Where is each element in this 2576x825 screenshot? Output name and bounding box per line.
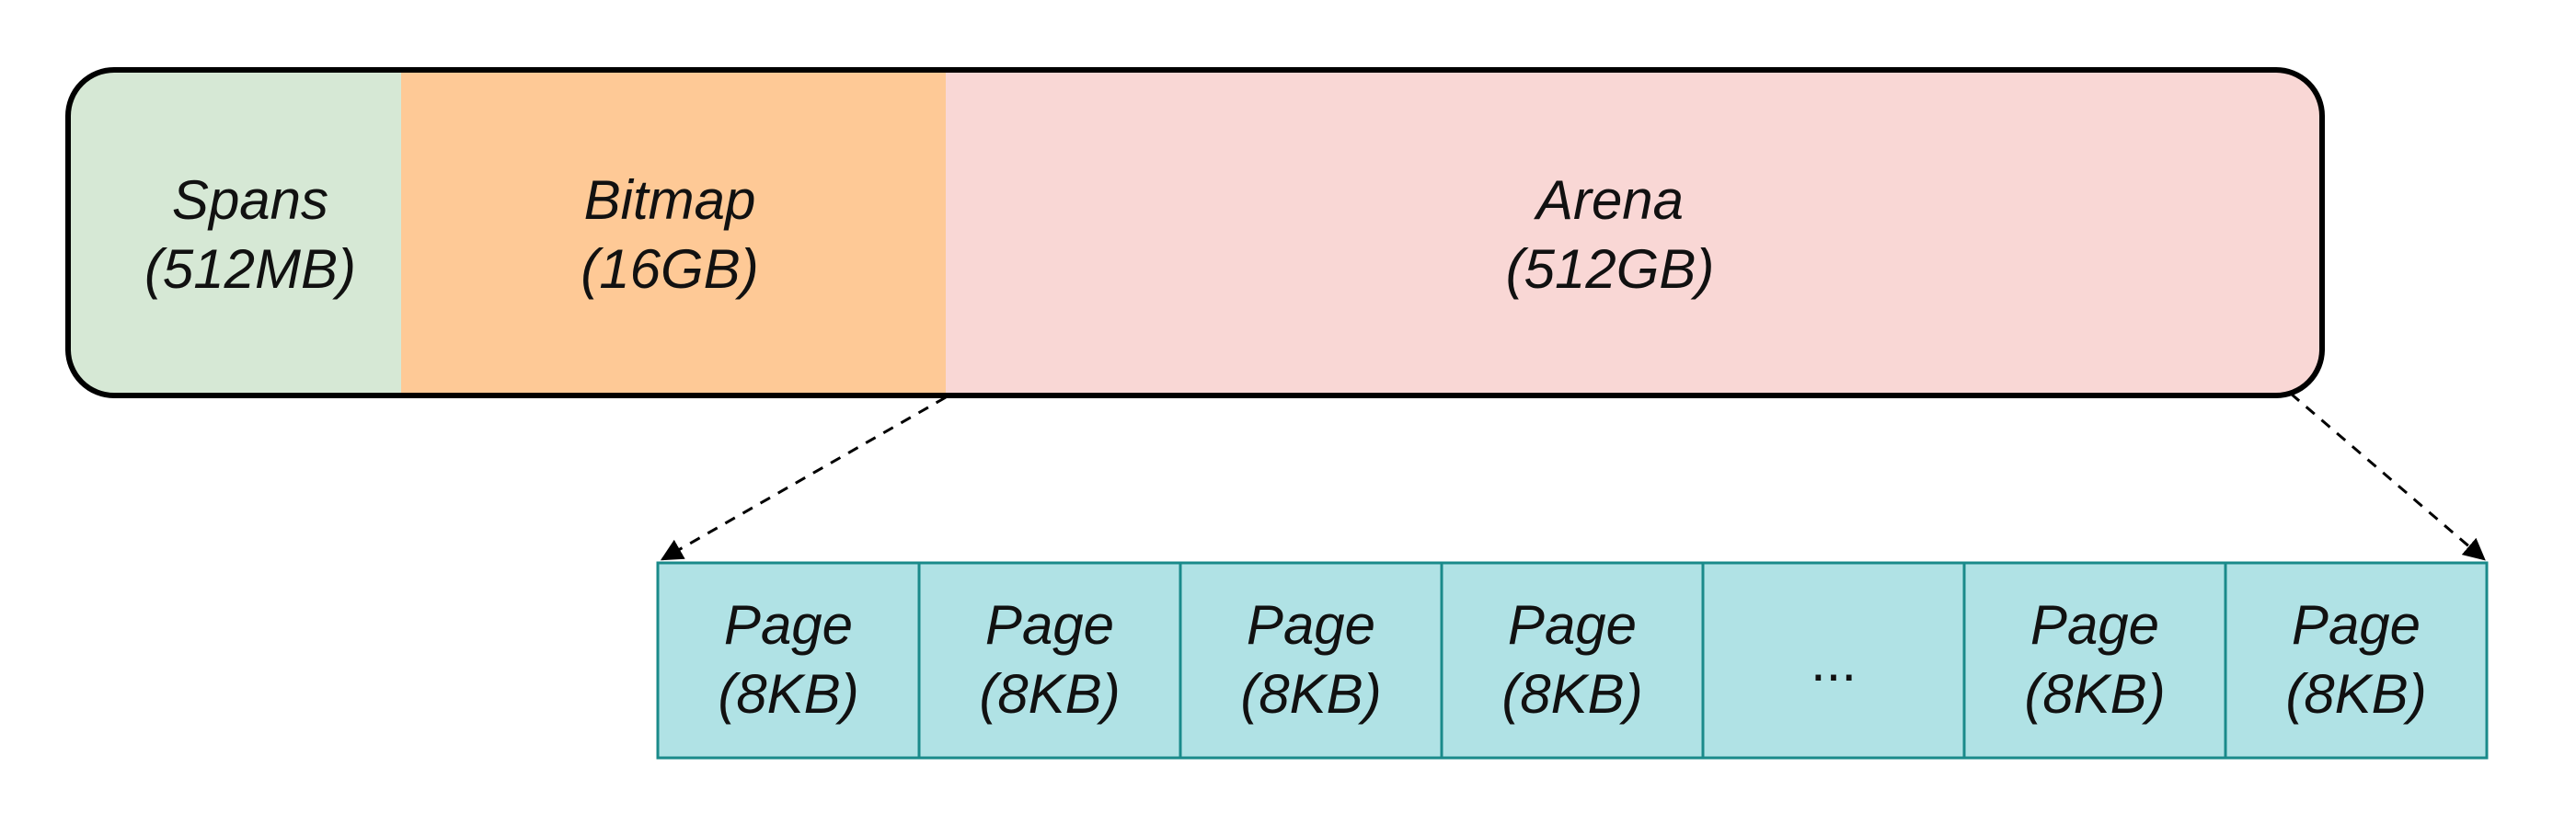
- page-cell: Page (8KB): [1962, 561, 2227, 760]
- arena-segment: [946, 70, 2322, 395]
- page-size: (8KB): [1501, 663, 1642, 725]
- memory-layout-bar: Spans (512MB) Bitmap (16GB) Arena (512GB…: [65, 67, 2325, 398]
- page-size: (8KB): [718, 663, 858, 725]
- page-size: (8KB): [2285, 663, 2426, 725]
- page-cell: Page (8KB): [656, 561, 921, 760]
- page-size: (8KB): [979, 663, 1120, 725]
- page-size: (8KB): [2024, 663, 2165, 725]
- page-cell: Page (8KB): [1179, 561, 1443, 760]
- arena-label: Arena: [1534, 169, 1684, 231]
- ellipsis-cell: ...: [1701, 561, 1966, 760]
- expand-arrow-right: [2290, 392, 2486, 561]
- spans-segment: [68, 70, 401, 395]
- page-label: Page: [985, 594, 1114, 656]
- page-label: Page: [1508, 594, 1637, 656]
- bitmap-segment: [401, 70, 946, 395]
- page-label: Page: [724, 594, 853, 656]
- spans-label: Spans: [172, 169, 328, 231]
- spans-size: (512MB): [144, 238, 356, 300]
- page-size: (8KB): [1240, 663, 1381, 725]
- page-cell: Page (8KB): [917, 561, 1182, 760]
- arena-size: (512GB): [1506, 238, 1715, 300]
- arena-pages-row: Page (8KB) Page (8KB) Page (8KB) Page (8…: [656, 561, 2489, 760]
- bitmap-size: (16GB): [581, 238, 758, 300]
- page-label: Page: [2030, 594, 2159, 656]
- ellipsis-label: ...: [1811, 631, 1857, 693]
- expand-arrow-left: [660, 395, 947, 561]
- memory-layout-border: [65, 67, 2325, 398]
- page-label: Page: [1247, 594, 1375, 656]
- bitmap-label: Bitmap: [584, 169, 756, 231]
- page-cell: Page (8KB): [2224, 561, 2489, 760]
- page-cell: Page (8KB): [1440, 561, 1705, 760]
- page-label: Page: [2292, 594, 2421, 656]
